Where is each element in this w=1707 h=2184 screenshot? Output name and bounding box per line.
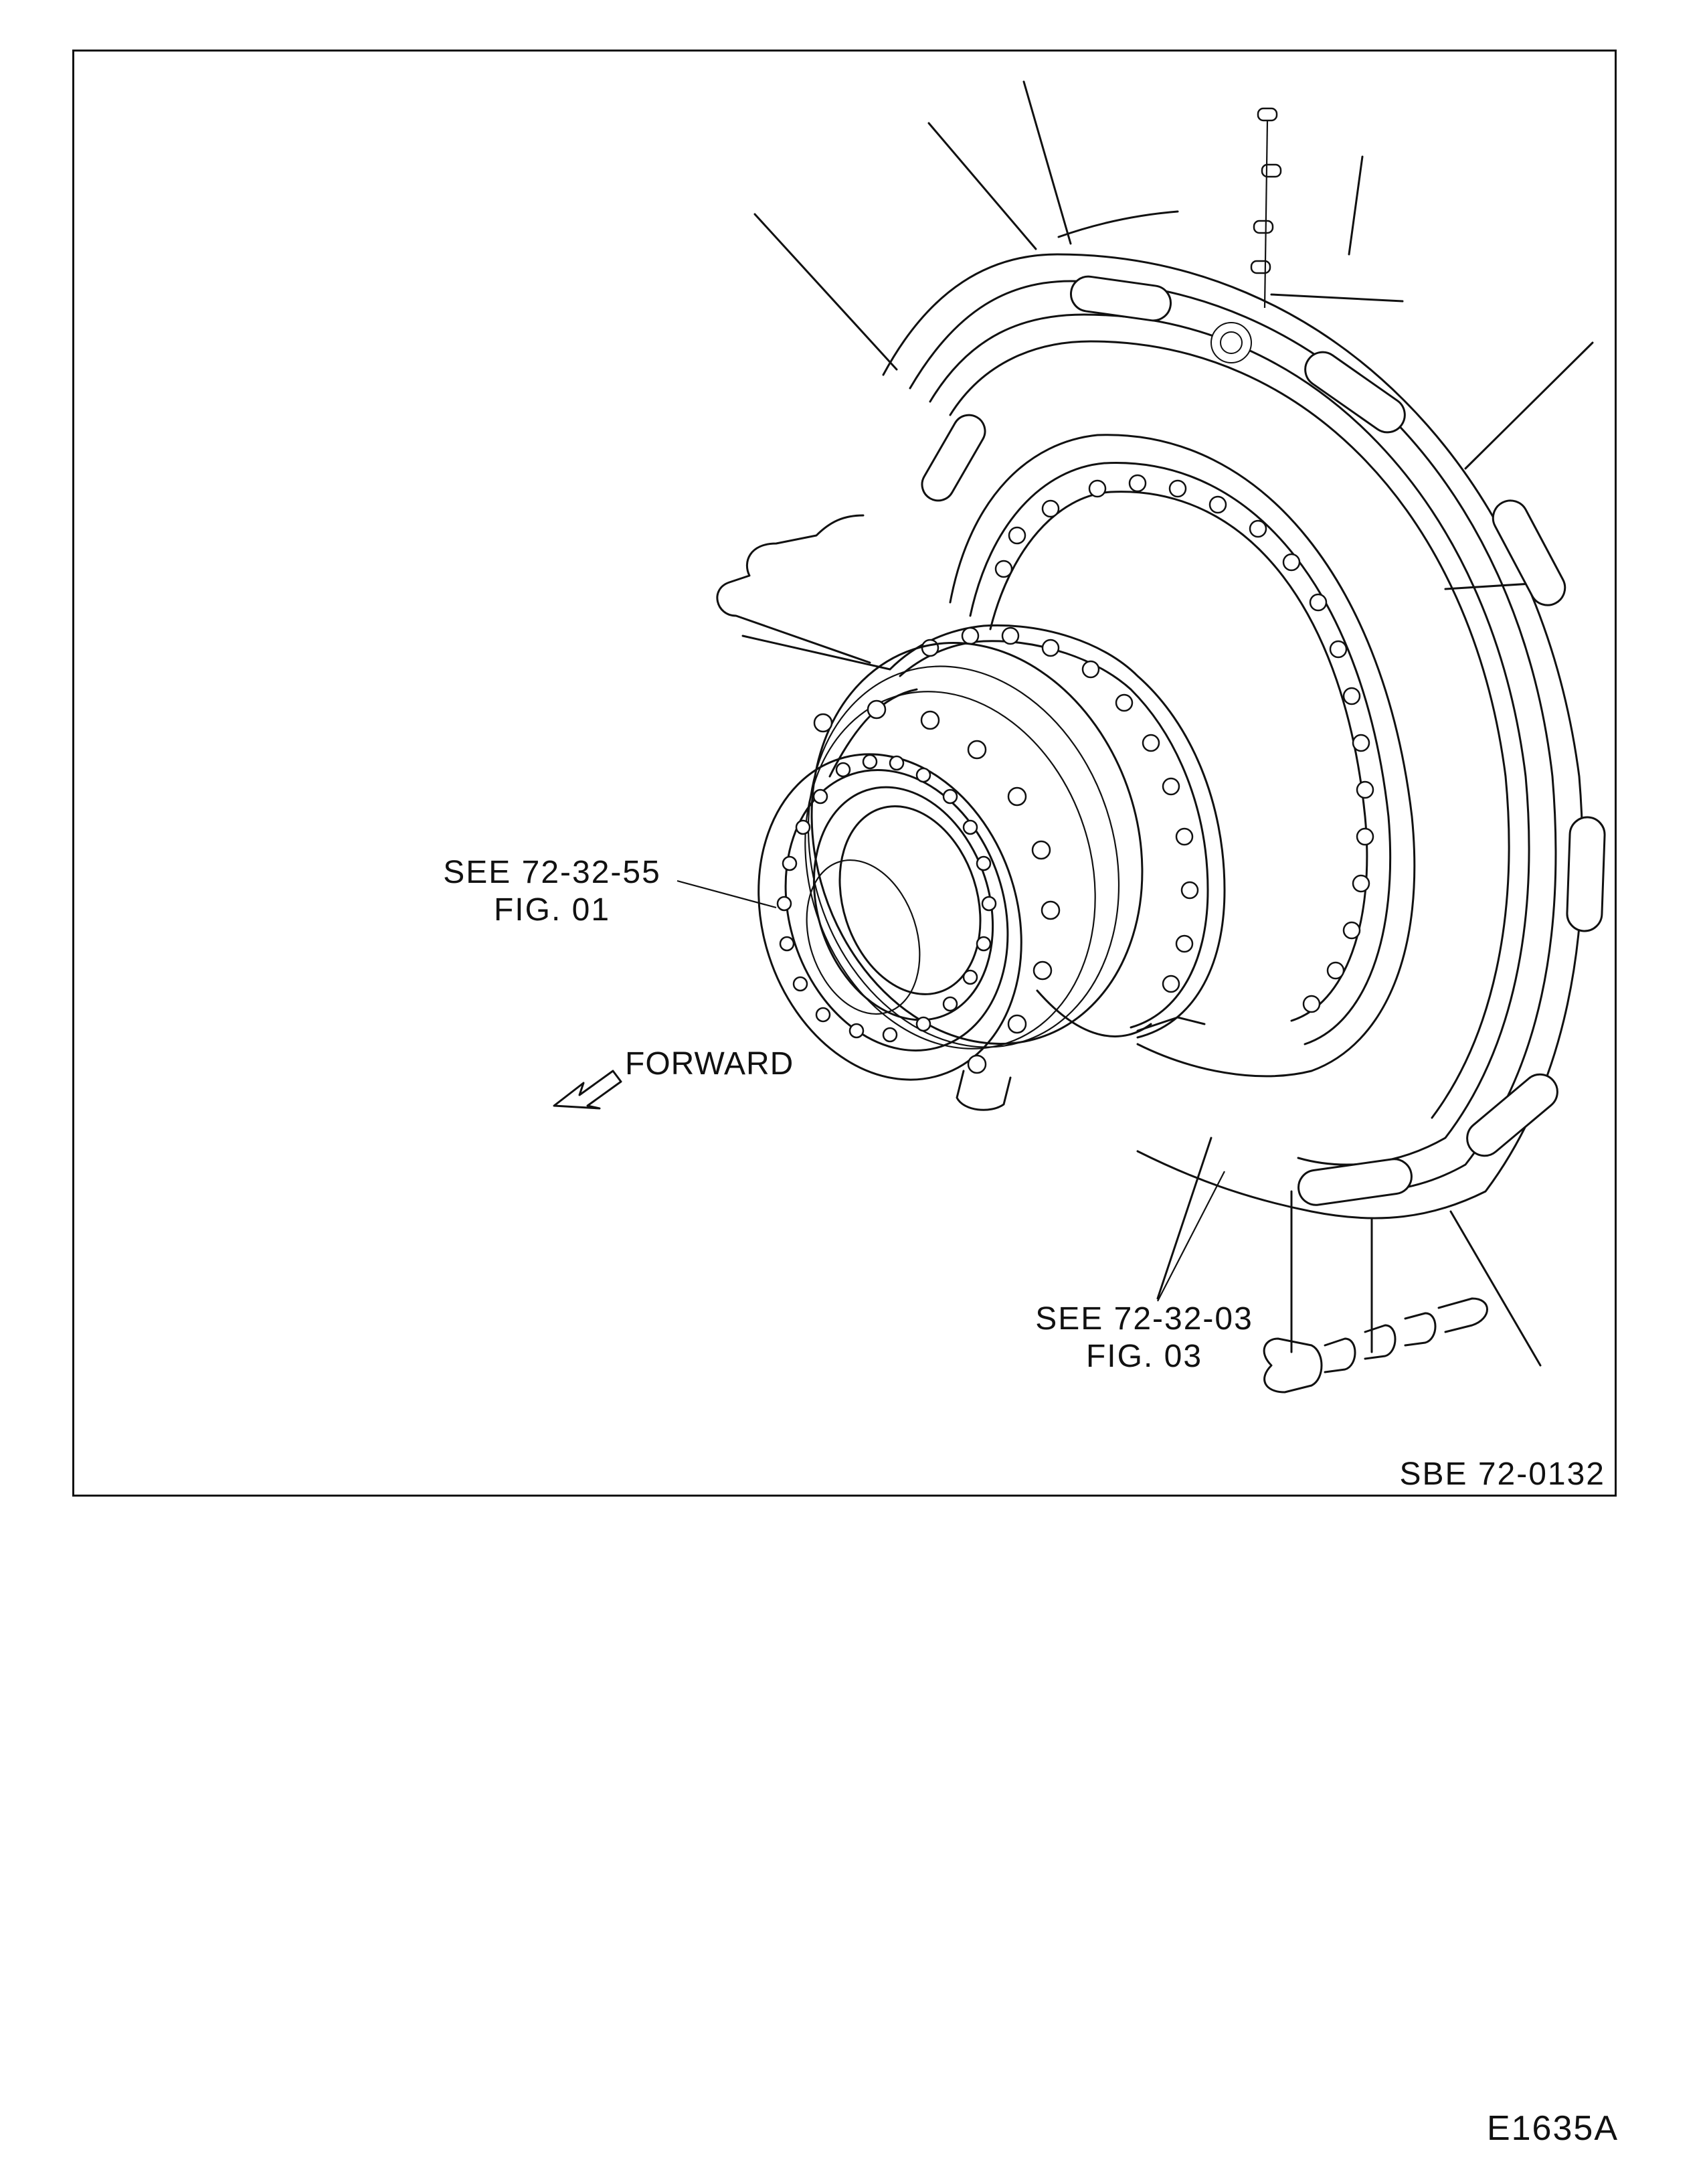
hub-barrel: [828, 624, 1226, 1039]
callout-line-1: SEE 72-32-55: [443, 855, 661, 890]
sbe-number: SBE 72-0132: [1399, 1456, 1605, 1492]
strut-lines: [753, 80, 1594, 1367]
top-rivets: [1250, 107, 1282, 309]
inner-bolt-ring: [949, 434, 1416, 1078]
callout-line-2: FIG. 03: [1085, 1339, 1203, 1374]
barrel-bolts: [921, 626, 1199, 993]
seal-teeth: [776, 754, 997, 1043]
leader-lines: [677, 879, 1225, 1302]
front-seal-assembly: [757, 642, 1144, 1111]
side-tube: [716, 514, 891, 671]
callout-ref-72-32-03: SEE 72-32-03 FIG. 03: [1024, 1300, 1265, 1375]
forward-arrow-icon: [553, 1070, 622, 1110]
lower-clamps: [1263, 1297, 1488, 1394]
figure-id: E1635A: [1486, 2109, 1619, 2148]
outer-flange-ring: [882, 253, 1606, 1220]
forward-label: FORWARD: [625, 1046, 794, 1082]
outer-ring-bolts: [813, 699, 1061, 1074]
callout-ref-72-32-55: SEE 72-32-55 FIG. 01: [428, 854, 676, 929]
callout-line-1: SEE 72-32-03: [1035, 1301, 1253, 1337]
inner-bolts: [994, 474, 1374, 1013]
callout-line-2: FIG. 01: [493, 892, 611, 928]
